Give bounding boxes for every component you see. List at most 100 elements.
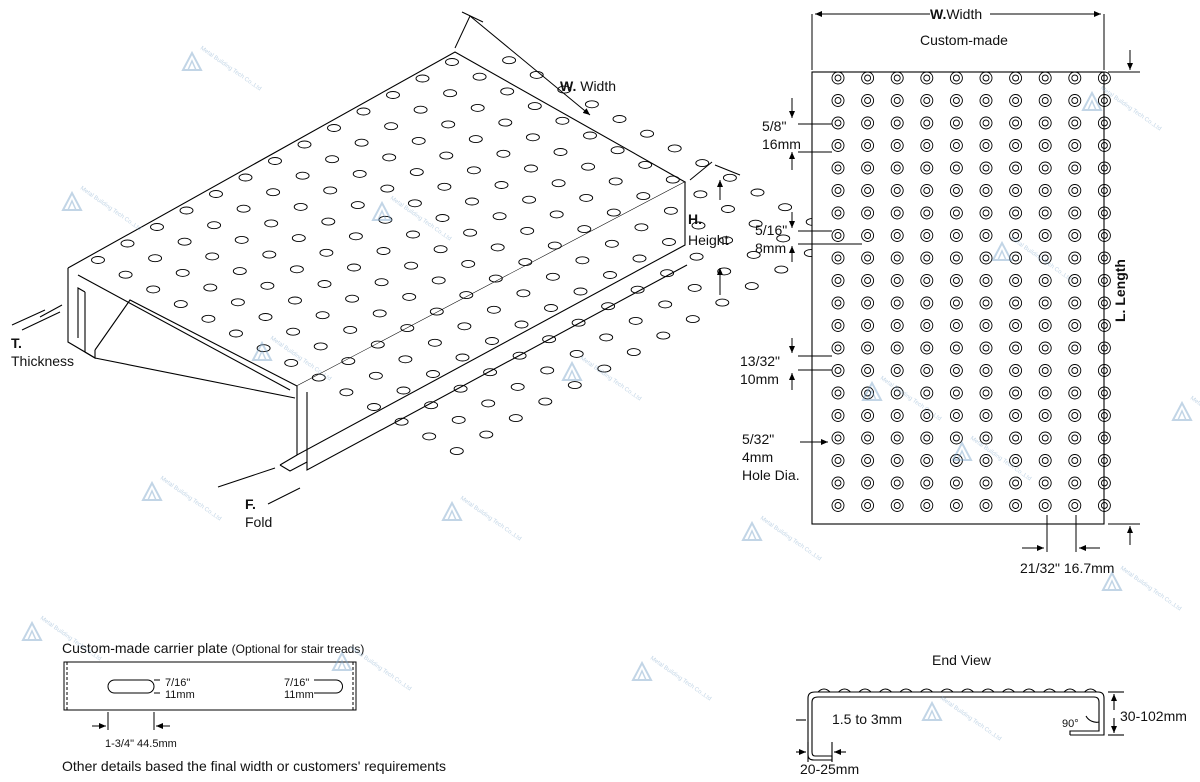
top-hole: [1068, 139, 1082, 152]
top-hole: [949, 296, 963, 310]
top-hole: [920, 161, 934, 175]
iso-hole: [604, 239, 619, 248]
top-hole: [890, 161, 904, 175]
top-hole: [949, 139, 963, 152]
iso-hole: [315, 311, 330, 320]
top-hole: [890, 251, 904, 265]
top-hole-inner: [1100, 74, 1108, 82]
top-hole: [861, 71, 875, 85]
iso-hole: [665, 175, 680, 184]
top-hole: [920, 274, 934, 287]
top-hole: [1068, 386, 1082, 400]
top-hole: [920, 139, 934, 152]
top-hole: [1009, 476, 1023, 490]
top-hole-inner: [1012, 434, 1020, 442]
iso-hole: [466, 166, 481, 175]
top-hole: [1009, 454, 1023, 467]
top-hole: [949, 476, 963, 490]
top-hole-inner: [893, 299, 901, 307]
top-hole-inner: [982, 412, 990, 419]
top-hole-inner: [834, 142, 842, 149]
top-hole: [1009, 116, 1023, 130]
top-hole: [831, 116, 845, 130]
top-hole-inner: [982, 74, 990, 82]
top-hole: [890, 499, 904, 512]
top-hole-inner: [923, 479, 931, 487]
top-hole-inner: [952, 142, 960, 149]
top-hole-inner: [1100, 389, 1108, 397]
top-hole: [1097, 454, 1111, 467]
top-hole: [920, 386, 934, 400]
top-hole-inner: [893, 74, 901, 82]
top-hole-inner: [923, 367, 931, 374]
iso-hole: [632, 254, 647, 263]
top-hole-inner: [923, 97, 931, 104]
top-hole: [979, 184, 993, 197]
iso-hole: [435, 214, 450, 222]
iso-width-label: Width: [580, 78, 617, 94]
top-hole: [1097, 274, 1111, 287]
iso-hole: [508, 414, 523, 423]
iso-dimensions: [11, 11, 741, 505]
top-hole-inner: [864, 412, 872, 419]
iso-hole: [439, 151, 454, 160]
top-hole-inner: [834, 479, 842, 487]
iso-hole: [581, 162, 596, 171]
iso-hole: [293, 202, 308, 211]
top-dimensions: [789, 11, 1140, 552]
iso-hole: [538, 397, 553, 406]
top-hole: [861, 409, 875, 422]
top-hole: [979, 274, 993, 287]
iso-hole: [91, 256, 105, 264]
top-hole-inner: [864, 457, 872, 464]
iso-hole: [485, 337, 499, 345]
top-hole-inner: [1071, 434, 1079, 442]
top-hole-inner: [952, 97, 960, 104]
dim-13-32-metric: 10mm: [740, 371, 779, 387]
top-hole-inner: [982, 254, 990, 262]
top-hole: [1097, 206, 1111, 220]
iso-thickness-bold: T.: [11, 335, 22, 351]
iso-hole: [689, 252, 704, 261]
carrier-subtitle: (Optional for stair treads): [231, 642, 365, 656]
watermark-logo: Metal Building Tech Co.,Ltd: [250, 336, 332, 382]
top-hole: [1097, 139, 1111, 152]
iso-hole: [236, 204, 251, 213]
top-hole-inner: [982, 187, 990, 194]
top-hole: [1068, 364, 1082, 377]
iso-hole: [317, 280, 332, 288]
iso-hole: [744, 282, 759, 291]
top-hole-inner: [982, 119, 990, 127]
top-hole-inner: [952, 254, 960, 262]
top-hole: [1009, 206, 1023, 220]
top-hole: [890, 139, 904, 152]
iso-hole: [347, 263, 361, 272]
top-hole: [890, 319, 904, 332]
iso-hole: [343, 325, 358, 334]
top-hole: [831, 499, 845, 512]
top-hole: [1038, 184, 1052, 197]
top-hole-inner: [1100, 97, 1108, 104]
top-hole-inner: [1100, 142, 1108, 149]
top-hole-inner: [1012, 254, 1020, 262]
top-hole: [949, 94, 963, 107]
top-hole: [979, 341, 993, 355]
watermark-logo: Metal Building Tech Co.,Ltd: [560, 356, 642, 402]
top-hole: [920, 251, 934, 265]
top-hole-inner: [893, 412, 901, 419]
top-hole-inner: [982, 434, 990, 442]
iso-hole: [483, 368, 498, 377]
iso-hole: [687, 283, 702, 292]
top-hole-inner: [923, 232, 931, 239]
iso-hole: [545, 272, 560, 281]
iso-hole: [297, 140, 312, 149]
top-hole: [831, 139, 845, 152]
iso-hole: [260, 281, 275, 290]
iso-hole: [396, 386, 411, 395]
top-hole-inner: [834, 277, 842, 284]
iso-hole: [327, 124, 341, 132]
iso-hole: [325, 155, 340, 164]
iso-hole: [502, 56, 517, 65]
iso-hole: [229, 329, 243, 338]
iso-hole: [207, 221, 222, 230]
